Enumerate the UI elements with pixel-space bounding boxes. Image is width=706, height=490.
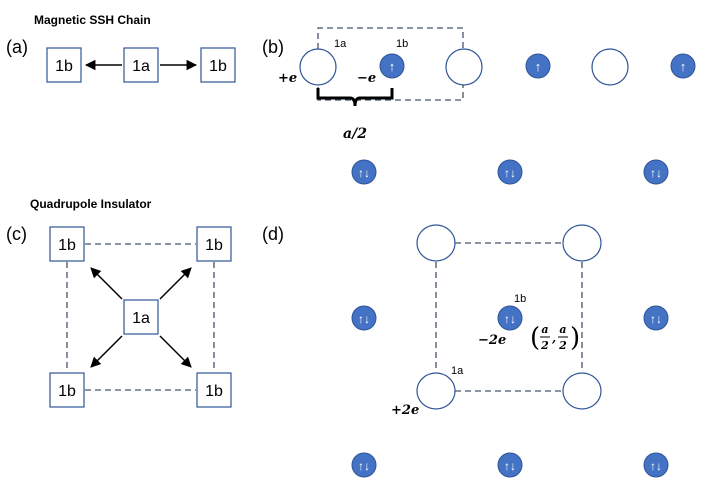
spin-pair-site-bottom-left: [351, 452, 377, 478]
box-1b-left: [46, 47, 82, 83]
charge-plus-e: +e: [278, 71, 297, 86]
label-1b-left: 1b: [55, 58, 73, 75]
label-1b-right: 1b: [209, 58, 227, 75]
spin-pair-site-center: [497, 305, 523, 331]
spin-pair-site-2: [497, 159, 523, 185]
spin-pair-icon: ↑↓: [358, 312, 370, 326]
spin-pair-site-mid-left: [351, 305, 377, 331]
panel-d: 1a 1b +2e −2e ( a 2 , a 2 ) ↑↓ ↑↓ ↑↓ ↑↓ …: [351, 224, 669, 478]
arrow-to-top-right: [159, 267, 192, 300]
spin-pair-site-mid-right: [643, 305, 669, 331]
spin-pair-icon: ↑↓: [650, 312, 662, 326]
coord-den-1: 2: [540, 339, 549, 352]
coord-den-2: 2: [558, 339, 567, 352]
empty-site-bottom-left: [416, 372, 456, 410]
panel-c: 1b 1b 1a 1b 1b: [49, 226, 232, 408]
box-1b-bottom-left: [49, 372, 85, 408]
label-1b-bottom-left: 1b: [58, 383, 76, 400]
panel-a: 1b 1a 1b: [46, 47, 236, 83]
charge-plus-2e: +2e: [391, 403, 419, 418]
coord-comma: ,: [551, 331, 556, 345]
charge-minus-2e: −2e: [478, 333, 506, 348]
spin-up-site-1b: [379, 53, 405, 79]
spin-up-site-2: [525, 53, 551, 79]
charge-minus-e: −e: [357, 71, 376, 86]
label-1b-top-left: 1b: [58, 237, 76, 254]
coord-close-paren: ): [570, 323, 580, 353]
box-1b-top-right: [196, 226, 232, 262]
spin-up-icon: ↑: [389, 59, 396, 74]
empty-site-3: [591, 48, 629, 86]
label-1a-center: 1a: [132, 310, 150, 327]
ssh-title: Magnetic SSH Chain: [34, 13, 151, 27]
label-1b-bottom-right: 1b: [205, 383, 223, 400]
box-1b-top-left: [49, 226, 85, 262]
panel-label-c: (c): [6, 224, 27, 244]
arrow-to-top-left: [90, 267, 123, 300]
box-1a-center: [123, 299, 159, 335]
spin-pair-icon: ↑↓: [504, 459, 516, 473]
label-1b-top-right: 1b: [205, 237, 223, 254]
spacing-brace: [316, 88, 394, 107]
coord-num-2: a: [559, 323, 566, 336]
box-1b-right: [200, 47, 236, 83]
spin-pair-site-bottom-right: [643, 452, 669, 478]
spin-pair-icon: ↑↓: [650, 166, 662, 180]
coordinate-label: ( a 2 , a 2 ): [530, 323, 580, 353]
spin-pair-icon: ↑↓: [358, 166, 370, 180]
label-site-1a: 1a: [334, 38, 347, 50]
spin-up-icon: ↑: [680, 59, 687, 74]
arrow-to-bottom-left: [90, 335, 123, 368]
coord-open-paren: (: [530, 323, 540, 353]
empty-site-top-left: [416, 224, 456, 262]
spin-up-icon: ↑: [535, 59, 542, 74]
spacing-label: a/2: [343, 126, 367, 142]
spin-pair-site-bottom-center: [497, 452, 523, 478]
arrow-to-bottom-right: [159, 335, 192, 368]
label-1a-center: 1a: [132, 58, 150, 75]
spin-pair-site-3: [643, 159, 669, 185]
panel-b: ↑ ↑ ↑ 1a 1b +e −e a/2 ↑↓ ↑↓ ↑↓: [278, 27, 696, 185]
coord-num-1: a: [541, 323, 548, 336]
box-1a-center: [123, 47, 159, 83]
panel-label-a: (a): [6, 37, 28, 57]
spin-pair-icon: ↑↓: [504, 312, 516, 326]
spin-up-site-3: [670, 53, 696, 79]
spin-pair-icon: ↑↓: [504, 166, 516, 180]
spin-pair-site-1: [351, 159, 377, 185]
quad-title: Quadrupole Insulator: [30, 197, 152, 211]
spin-pair-icon: ↑↓: [358, 459, 370, 473]
panel-label-b: (b): [262, 37, 284, 57]
label-site-1b: 1b: [514, 293, 526, 305]
label-site-1a: 1a: [451, 365, 464, 377]
empty-site-2: [445, 48, 483, 86]
empty-site-1a: [299, 48, 337, 86]
label-site-1b: 1b: [396, 38, 408, 50]
box-1b-bottom-right: [196, 372, 232, 408]
panel-label-d: (d): [262, 224, 284, 244]
empty-site-bottom-right: [562, 372, 602, 410]
spin-pair-icon: ↑↓: [650, 459, 662, 473]
empty-site-top-right: [562, 224, 602, 262]
